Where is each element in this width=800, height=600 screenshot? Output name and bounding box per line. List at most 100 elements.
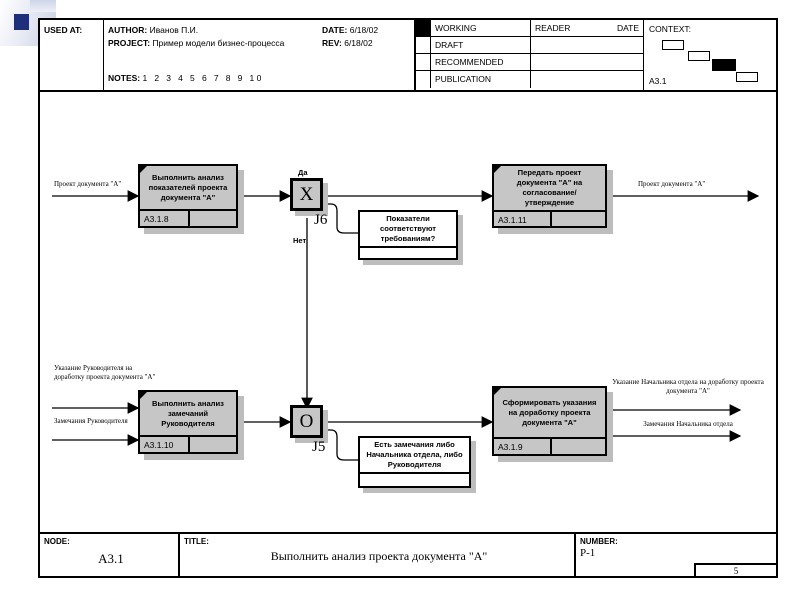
- reader-label: READER: [535, 23, 571, 33]
- process-title-a318: Выполнить анализ показателей проекта док…: [148, 172, 228, 202]
- title-label: TITLE:: [184, 537, 209, 546]
- box-corner-marker: [140, 392, 147, 399]
- process-box-a318[interactable]: Выполнить анализ показателей проекта док…: [138, 164, 244, 234]
- process-box-a3110[interactable]: Выполнить анализ замечаний Руководителя …: [138, 390, 244, 460]
- status-label-publication: PUBLICATION: [431, 71, 531, 88]
- status-row-publication[interactable]: PUBLICATION: [416, 71, 643, 88]
- author-label: AUTHOR:: [108, 25, 148, 35]
- arrow-label-input-top: Проект документа "А": [54, 180, 122, 188]
- box-corner-marker: [494, 166, 501, 173]
- context-label: CONTEXT:: [649, 24, 692, 34]
- process-id-row: A3.1.9: [494, 437, 605, 454]
- arrow-label-input-bottom-1: Указание Руководителя на доработку проек…: [54, 364, 156, 381]
- process-number-a3110: A3.1.10: [140, 437, 190, 452]
- reader-cell-draft[interactable]: [531, 37, 643, 53]
- status-row-working[interactable]: WORKING READER DATE: [416, 20, 643, 37]
- status-label-working: WORKING: [431, 20, 531, 36]
- junction-x[interactable]: X: [290, 178, 328, 216]
- status-label-recommended: RECOMMENDED: [431, 54, 531, 70]
- reader-cell-recommended[interactable]: [531, 54, 643, 70]
- used-at-cell: USED AT:: [40, 20, 104, 90]
- junction-glyph-o: O: [290, 405, 323, 438]
- status-label-draft: DRAFT: [431, 37, 531, 53]
- process-number-a318: A3.1.8: [140, 211, 190, 226]
- box-body: Передать проект документа "А" на согласо…: [492, 164, 607, 228]
- note-bottom-section: [360, 472, 469, 486]
- context-mini-box-2: [688, 51, 710, 61]
- junction-label-j6: J6: [314, 212, 328, 228]
- note-text-j5: Есть замечания либо Начальника отдела, л…: [366, 440, 463, 469]
- status-marker-working: [416, 20, 431, 36]
- node-label: NODE:: [44, 537, 70, 546]
- number-value: P-1: [580, 547, 596, 559]
- note-box-j6[interactable]: Показатели соответствуют требованиям?: [358, 210, 463, 265]
- notes-label: NOTES:: [108, 73, 141, 83]
- diagram-footer: NODE: A3.1 TITLE: Выполнить анализ проек…: [40, 532, 778, 578]
- junction-label-j5: J5: [312, 439, 326, 455]
- footer-node-cell: NODE: A3.1: [40, 534, 180, 576]
- footer-title-cell: TITLE: Выполнить анализ проекта документ…: [180, 534, 576, 576]
- process-box-a319[interactable]: Сформировать указания на доработку проек…: [492, 386, 613, 462]
- flow-label-yes: Да: [298, 168, 308, 177]
- box-body: Сформировать указания на доработку проек…: [492, 386, 607, 456]
- status-row-recommended[interactable]: RECOMMENDED: [416, 54, 643, 71]
- process-id-row: A3.1.11: [494, 210, 605, 226]
- arrow-label-output-bottom-1: Указание Начальника отдела на доработку …: [612, 378, 764, 395]
- notes-row: NOTES: 1 2 3 4 5 6 7 8 9 10: [108, 72, 264, 85]
- context-mini-box-1: [662, 40, 684, 50]
- process-id-blank: [190, 211, 236, 226]
- date-column-label: DATE: [616, 23, 639, 33]
- status-row-draft[interactable]: DRAFT: [416, 37, 643, 54]
- number-label: NUMBER:: [580, 537, 618, 546]
- decorative-gradient-band-secondary: [30, 0, 56, 12]
- process-number-a3111: A3.1.11: [494, 212, 552, 226]
- process-title-a319: Сформировать указания на доработку проек…: [502, 397, 597, 427]
- page-number: 5: [694, 563, 778, 578]
- author-value: Иванов П.И.: [149, 25, 199, 35]
- status-table: WORKING READER DATE DRAFT RECOMMENDED PU…: [416, 20, 644, 90]
- rev-label: REV:: [322, 38, 342, 48]
- context-mini-box-4: [736, 72, 758, 82]
- idef-diagram-sheet: USED AT: AUTHOR: Иванов П.И. DATE: 6/18/…: [38, 18, 778, 578]
- reader-date-header: READER DATE: [531, 20, 643, 36]
- notes-numbers: 1 2 3 4 5 6 7 8 9 10: [142, 73, 264, 83]
- process-number-a319: A3.1.9: [494, 439, 552, 454]
- project-value: Пример модели бизнес-процесса: [152, 38, 285, 48]
- process-id-blank: [552, 212, 605, 226]
- process-id-blank: [190, 437, 236, 452]
- reader-cell-publication[interactable]: [531, 71, 643, 88]
- status-marker-publication: [416, 71, 431, 88]
- junction-o[interactable]: O: [290, 405, 328, 443]
- footer-number-cell: NUMBER: P-1 5: [576, 534, 778, 578]
- author-project-cell: AUTHOR: Иванов П.И. DATE: 6/18/02 PROJEC…: [104, 20, 416, 90]
- arrow-label-input-bottom-2: Замечания Руководителя: [54, 417, 128, 425]
- status-marker-draft: [416, 37, 431, 53]
- box-corner-marker: [140, 166, 147, 173]
- rev-value: 6/18/02: [344, 38, 373, 48]
- note-body: Есть замечания либо Начальника отдела, л…: [358, 436, 471, 488]
- decorative-blue-square: [14, 14, 29, 30]
- context-mini-box-3-current: [712, 59, 736, 71]
- process-id-blank: [552, 439, 605, 454]
- title-value: Выполнить анализ проекта документа "А": [270, 549, 488, 563]
- arrow-label-output-bottom-2: Замечания Начальника отдела: [643, 420, 733, 428]
- arrow-label-output-top: Проект документа "А": [638, 180, 706, 188]
- note-text-j6: Показатели соответствуют требованиям?: [380, 214, 436, 243]
- process-id-row: A3.1.8: [140, 209, 236, 226]
- box-body: Выполнить анализ показателей проекта док…: [138, 164, 238, 228]
- diagram-header: USED AT: AUTHOR: Иванов П.И. DATE: 6/18/…: [40, 20, 776, 92]
- note-box-j5[interactable]: Есть замечания либо Начальника отдела, л…: [358, 436, 476, 493]
- used-at-label: USED AT:: [44, 25, 83, 35]
- box-body: Выполнить анализ замечаний Руководителя …: [138, 390, 238, 454]
- note-bottom-section: [360, 246, 456, 258]
- date-label: DATE:: [322, 25, 348, 35]
- project-label: PROJECT:: [108, 38, 151, 48]
- process-title-a3110: Выполнить анализ замечаний Руководителя: [152, 398, 224, 428]
- process-id-row: A3.1.10: [140, 435, 236, 452]
- process-box-a3111[interactable]: Передать проект документа "А" на согласо…: [492, 164, 613, 234]
- date-value: 6/18/02: [349, 25, 379, 35]
- process-title-a3111: Передать проект документа "А" на согласо…: [516, 168, 583, 207]
- status-marker-recommended: [416, 54, 431, 70]
- context-cell: CONTEXT: A3.1: [644, 20, 776, 90]
- flow-label-no: Нет: [293, 236, 307, 245]
